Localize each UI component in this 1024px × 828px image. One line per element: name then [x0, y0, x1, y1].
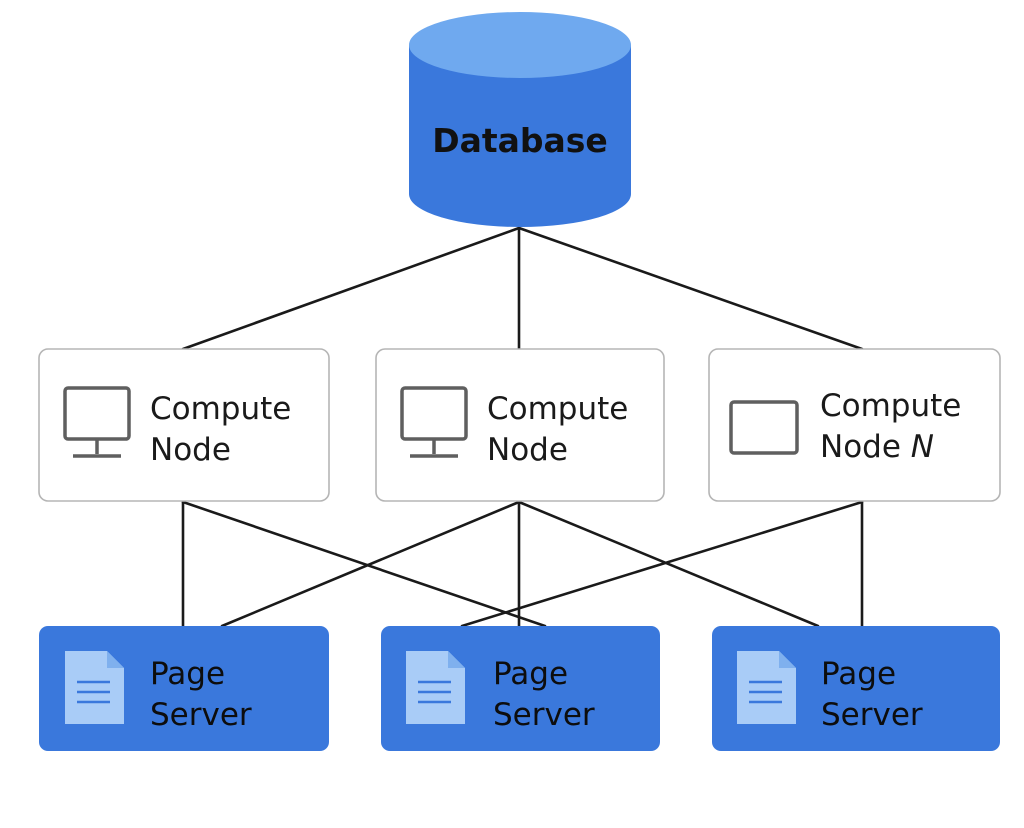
page-server: Page Server: [39, 626, 329, 751]
page-server-label-line2: Server: [493, 697, 595, 733]
monitor-icon: [400, 386, 468, 458]
connector-node3-ps2: [460, 500, 864, 628]
compute-node: Compute Node: [375, 348, 665, 502]
compute-node-label-line2: Node N: [820, 429, 934, 465]
compute-node-label-n: N: [911, 429, 934, 465]
page-server-label-line1: Page: [493, 656, 568, 692]
compute-node-label-word: Node: [820, 429, 911, 465]
node-connectors: [181, 500, 864, 628]
compute-node-label-line2: Node: [487, 432, 568, 468]
compute-node-label-line1: Compute: [820, 388, 961, 424]
connector-node2-ps1: [220, 500, 521, 628]
document-icon: [65, 651, 124, 724]
database-label: Database: [432, 121, 608, 160]
database: Database: [409, 12, 631, 227]
compute-node-label-line2: Node: [150, 432, 231, 468]
database-body: [409, 45, 631, 227]
db-connectors: [181, 226, 864, 351]
page-server: Page Server: [381, 626, 660, 751]
document-icon: [737, 651, 796, 724]
page-server-label-line2: Server: [150, 697, 252, 733]
page-server: Page Server: [712, 626, 1000, 751]
page-server-label-line1: Page: [150, 656, 225, 692]
compute-node-label-line1: Compute: [487, 391, 628, 427]
compute-node-box: [708, 348, 1001, 502]
compute-node-n: Compute Node N: [708, 348, 1001, 502]
connector-node1-ps2: [181, 500, 547, 628]
compute-node: Compute Node: [38, 348, 330, 502]
page-server-label-line1: Page: [821, 656, 896, 692]
connector-node2-ps3: [517, 500, 820, 628]
connector-db-node3: [517, 226, 864, 351]
compute-node-label-line1: Compute: [150, 391, 291, 427]
document-icon: [406, 651, 465, 724]
monitor-icon: [63, 386, 131, 458]
screen-icon: [729, 400, 799, 455]
connector-db-node1: [181, 226, 521, 351]
page-server-label-line2: Server: [821, 697, 923, 733]
database-top: [409, 12, 631, 78]
